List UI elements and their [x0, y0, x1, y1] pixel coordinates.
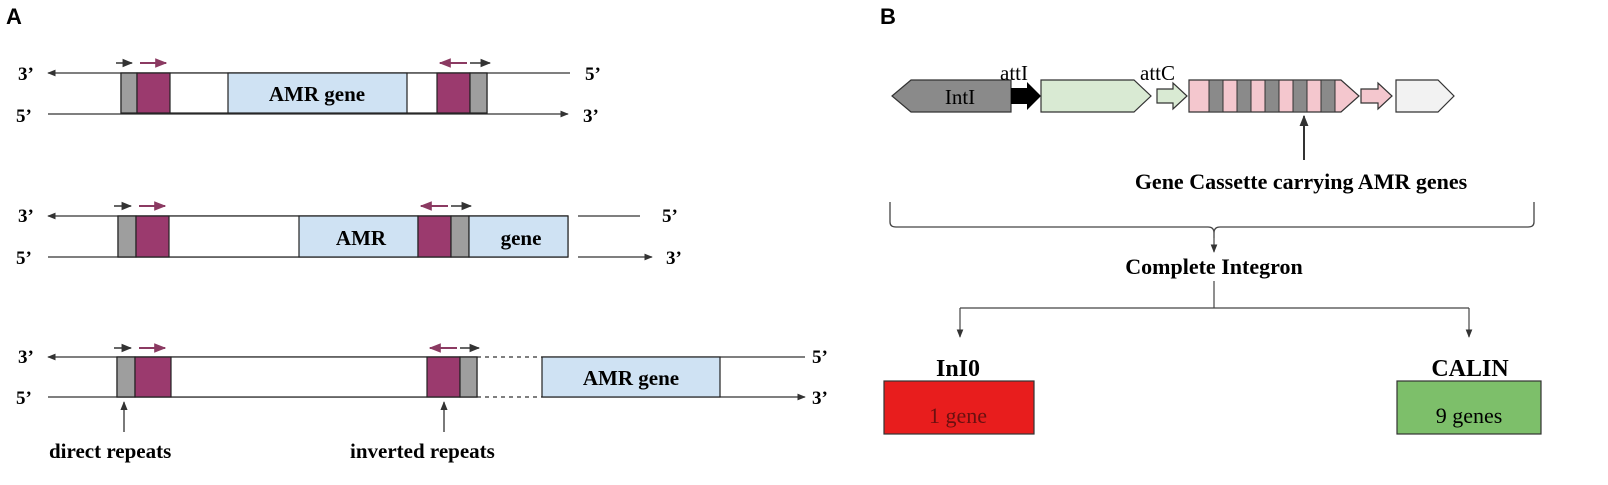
- row1-repeat-magenta-left: [136, 72, 171, 114]
- attI-arrow: [1011, 82, 1041, 110]
- row2-top-left: 3’: [18, 206, 34, 227]
- row1-bottom-left: 5’: [16, 106, 32, 127]
- row2-amr-part1: [298, 215, 419, 258]
- calin-label: CALIN: [1431, 356, 1509, 382]
- cassette-stripe: [1264, 79, 1280, 113]
- row2-gene-label: gene: [501, 226, 542, 250]
- cassette-label: Gene Cassette carrying AMR genes: [1135, 169, 1468, 194]
- row2-bottom-left: 5’: [16, 248, 32, 269]
- row3-repeat-magenta-left: [134, 356, 172, 398]
- row2-repeat-magenta-right: [417, 215, 452, 258]
- row-3: 3’ 5’ 5’ 3’ AMR gene direct repeats inve…: [16, 343, 828, 463]
- row3-bottom-left: 5’: [16, 388, 32, 409]
- row2-amr-part2: [468, 215, 569, 258]
- row3-bottom-right: 3’: [812, 388, 828, 409]
- row-2: 3’ 5’ 5’ 3’ AMR gene: [16, 201, 682, 269]
- cassette-stripe: [1208, 79, 1224, 113]
- inl0-box: [883, 380, 1035, 435]
- calin-box-text: 9 genes: [1436, 403, 1503, 428]
- attC-arrow: [1156, 81, 1188, 111]
- row1-amr-gene: [227, 72, 408, 114]
- row3-repeat-magenta-right: [426, 356, 461, 398]
- row1-bottom-right: 3’: [583, 106, 599, 127]
- panel-b-letter: B: [880, 4, 896, 29]
- cassette-stripe: [1292, 79, 1308, 113]
- panel-a-letter: A: [6, 4, 22, 29]
- inverted-repeats-label: inverted repeats: [350, 439, 495, 463]
- row-1: 3’ 5’ 5’ 3’ AMR gene: [16, 58, 601, 127]
- row1-repeat-gray-left: [120, 72, 138, 114]
- row1-top-right: 5’: [585, 64, 601, 85]
- cassette-array: [1188, 79, 1360, 113]
- row3-top-right: 5’: [812, 347, 828, 368]
- row2-repeat-gray-left: [117, 215, 137, 258]
- row3-element-box: [116, 356, 478, 398]
- row2-bottom-right: 3’: [666, 248, 682, 269]
- pink-attC-arrow: [1360, 81, 1393, 111]
- cassette-stripe: [1320, 79, 1336, 113]
- cassette-stripe: [1236, 79, 1252, 113]
- row2-repeat-gray-right: [450, 215, 470, 258]
- attI-label: attI: [1000, 61, 1028, 85]
- row1-repeat-magenta-right: [436, 72, 471, 114]
- inl0-label: InI0: [936, 356, 980, 382]
- calin-box: [1396, 380, 1542, 435]
- row3-amr-gene: [541, 356, 721, 398]
- row2-repeat-magenta-left: [135, 215, 170, 258]
- white-gene: [1395, 79, 1455, 113]
- direct-repeats-label: direct repeats: [49, 439, 171, 463]
- attC-label: attC: [1140, 61, 1175, 85]
- row2-amr-label: AMR: [336, 226, 387, 250]
- integron-map: IntI attI attC Gene Cassette carrying AM…: [891, 61, 1468, 194]
- row2-top-right: 5’: [662, 206, 678, 227]
- row3-top-left: 3’: [18, 347, 34, 368]
- row1-amr-label: AMR gene: [269, 82, 365, 106]
- complete-integron-label: Complete Integron: [1125, 254, 1302, 279]
- inl0-box-text: 1 gene: [929, 403, 987, 428]
- brace: [889, 202, 1535, 253]
- green-gene-cassette: [1040, 79, 1152, 113]
- row3-repeat-gray-left: [116, 356, 136, 398]
- row3-repeat-gray-right: [459, 356, 478, 398]
- intI-label: IntI: [945, 85, 975, 109]
- row3-amr-label: AMR gene: [583, 366, 679, 390]
- classification-tree: [956, 281, 1473, 338]
- row1-repeat-gray-right: [469, 72, 488, 114]
- row1-top-left: 3’: [18, 64, 34, 85]
